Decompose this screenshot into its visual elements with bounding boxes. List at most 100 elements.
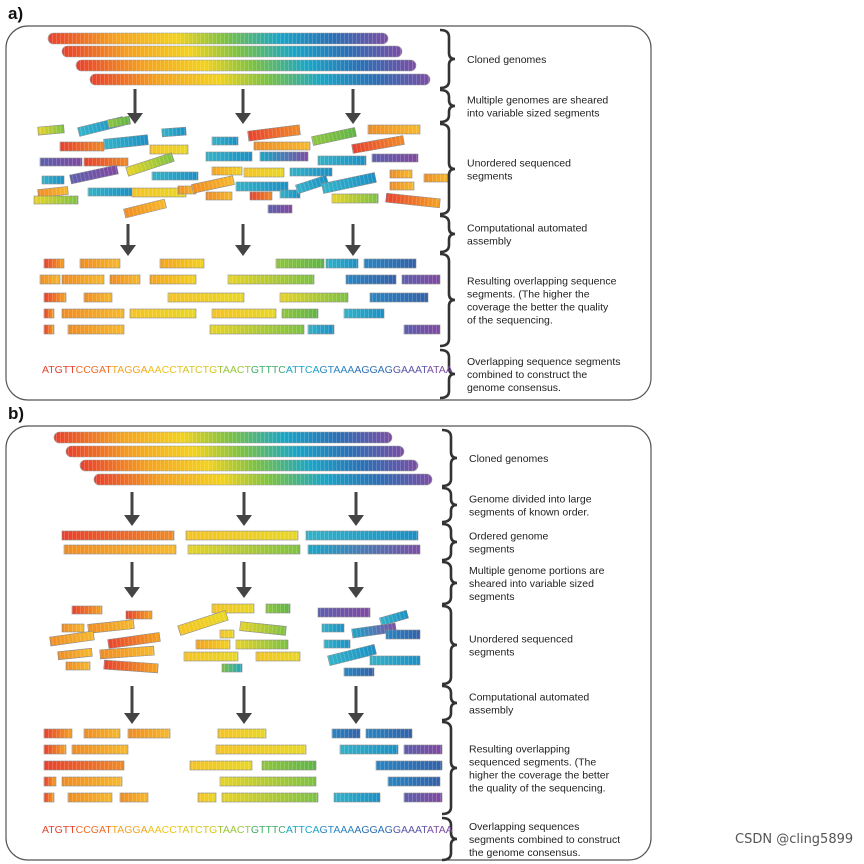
sequence-segments bbox=[33, 115, 449, 803]
panel-b-step-5-line: Unordered sequenced bbox=[469, 634, 573, 646]
sequence-segment bbox=[317, 607, 371, 618]
sequence-segment bbox=[289, 167, 333, 177]
sequence-segment bbox=[61, 308, 125, 319]
down-arrow-icon bbox=[235, 89, 251, 124]
genome-bar bbox=[93, 473, 433, 486]
sequence-segment bbox=[197, 792, 217, 803]
sequence-segment bbox=[167, 292, 245, 303]
sequence-segment bbox=[221, 663, 243, 673]
step-brace bbox=[439, 252, 456, 348]
sequence-segment bbox=[253, 141, 311, 151]
sequence-segment bbox=[249, 191, 273, 201]
panel-a-step-5-line: Resulting overlapping sequence bbox=[467, 276, 617, 288]
sequence-segment bbox=[281, 308, 319, 319]
sequence-segment bbox=[103, 659, 159, 674]
consensus-sequence-b: ATGTTCCGATTAGGAAACCTATCTGTAACTGTTTCATTCA… bbox=[42, 824, 453, 836]
sequence-segment bbox=[39, 157, 83, 167]
sequence-segment bbox=[311, 127, 357, 146]
sequence-segment bbox=[83, 292, 113, 303]
genome-bar bbox=[75, 59, 417, 72]
sequence-segment bbox=[323, 639, 351, 649]
sequence-segment bbox=[343, 308, 385, 319]
step-brace bbox=[439, 348, 456, 400]
sequence-segment bbox=[109, 274, 141, 285]
sequence-segment bbox=[43, 760, 125, 771]
step-brace bbox=[441, 604, 458, 686]
panel-b-step-7-line: higher the coverage the better bbox=[469, 770, 610, 782]
sequence-segment bbox=[37, 186, 69, 198]
sequence-segment bbox=[67, 792, 113, 803]
sequence-segment bbox=[215, 744, 307, 755]
sequence-segment bbox=[185, 530, 299, 541]
sequence-segment bbox=[63, 544, 177, 555]
sequence-segment bbox=[125, 152, 175, 177]
sequence-segment bbox=[127, 728, 171, 739]
sequence-segment bbox=[325, 258, 359, 269]
sequence-segment bbox=[211, 603, 255, 614]
sequence-segment bbox=[59, 141, 105, 152]
panel-a-frame bbox=[5, 25, 652, 401]
sequence-segment bbox=[389, 169, 413, 179]
panel-a-step-6-line: genome consensus. bbox=[467, 382, 561, 394]
panel-b-step-7-line: sequenced segments. (The bbox=[469, 757, 596, 769]
sequence-segment bbox=[339, 744, 399, 755]
sequence-segment bbox=[65, 661, 91, 671]
sequence-segment bbox=[279, 189, 301, 199]
sequence-segment bbox=[149, 144, 189, 155]
step-braces bbox=[439, 28, 458, 862]
sequence-segment bbox=[195, 639, 231, 650]
sequence-segment bbox=[265, 603, 291, 614]
sequence-segment bbox=[403, 792, 443, 803]
sequence-segment bbox=[275, 258, 325, 269]
panel-b-frame bbox=[5, 425, 652, 861]
panel-b-step-7-line: the quality of the sequencing. bbox=[469, 783, 606, 795]
sequence-segment bbox=[69, 164, 119, 185]
down-arrow-icon bbox=[124, 686, 140, 724]
sequence-segment bbox=[327, 643, 377, 667]
sequence-segment bbox=[259, 151, 309, 162]
panel-b-label: b) bbox=[8, 404, 24, 423]
sequence-segment bbox=[189, 760, 253, 771]
down-arrow-icon bbox=[235, 224, 251, 256]
sequence-segment bbox=[307, 544, 421, 555]
panel-b-step-6-line: assembly bbox=[469, 705, 514, 717]
sequence-segment bbox=[39, 274, 61, 285]
panel-b-step-4-line: segments bbox=[469, 591, 515, 603]
step-brace bbox=[441, 522, 458, 562]
sequence-segment bbox=[183, 651, 239, 662]
sequence-segment bbox=[317, 155, 367, 166]
sequence-segment bbox=[187, 544, 301, 555]
sequence-segment bbox=[307, 324, 335, 335]
panel-b-step-4-line: sheared into variable sized bbox=[469, 578, 594, 590]
sequence-segment bbox=[107, 115, 131, 129]
panel-a-step-6-line: Overlapping sequence segments bbox=[467, 356, 621, 368]
sequence-segment bbox=[227, 274, 315, 285]
genome-bar bbox=[79, 459, 419, 472]
sequence-segment bbox=[235, 181, 289, 192]
sequence-segment bbox=[43, 324, 55, 335]
sequence-segment bbox=[61, 623, 85, 633]
sequence-segment bbox=[321, 623, 345, 633]
panel-a-step-3-line: Unordered sequenced bbox=[467, 158, 571, 170]
sequence-segment bbox=[371, 153, 419, 163]
sequence-segment bbox=[333, 792, 381, 803]
sequence-segment bbox=[385, 192, 441, 209]
sequence-segment bbox=[305, 530, 419, 541]
panel-b-step-3-line: segments bbox=[469, 544, 515, 556]
down-arrow-icon bbox=[348, 562, 364, 598]
sequence-segment bbox=[43, 792, 55, 803]
panel-a-label: a) bbox=[8, 4, 23, 23]
sequence-segment bbox=[209, 324, 305, 335]
panel-a-step-5-line: of the sequencing. bbox=[467, 315, 553, 327]
sequence-segment bbox=[61, 776, 123, 787]
sequence-segment bbox=[57, 647, 93, 661]
sequence-segment bbox=[369, 292, 429, 303]
sequence-segment bbox=[403, 744, 443, 755]
sequence-segment bbox=[43, 744, 67, 755]
